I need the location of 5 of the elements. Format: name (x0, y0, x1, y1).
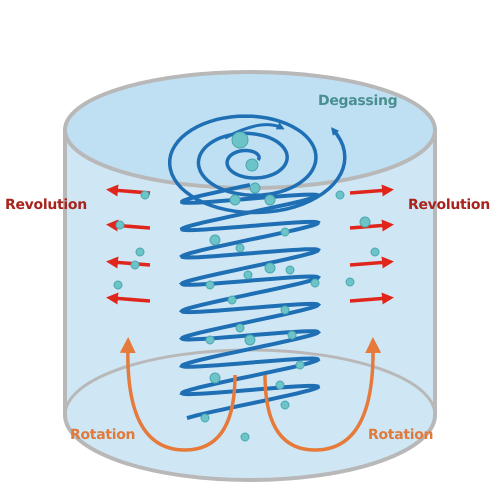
motion-label: Revolution (408, 196, 490, 214)
motion-label: Rotation (70, 426, 136, 444)
motion-label: Rotation (368, 426, 434, 444)
motion-label: Revolution (5, 196, 87, 214)
process-label: Degassing (318, 92, 398, 110)
